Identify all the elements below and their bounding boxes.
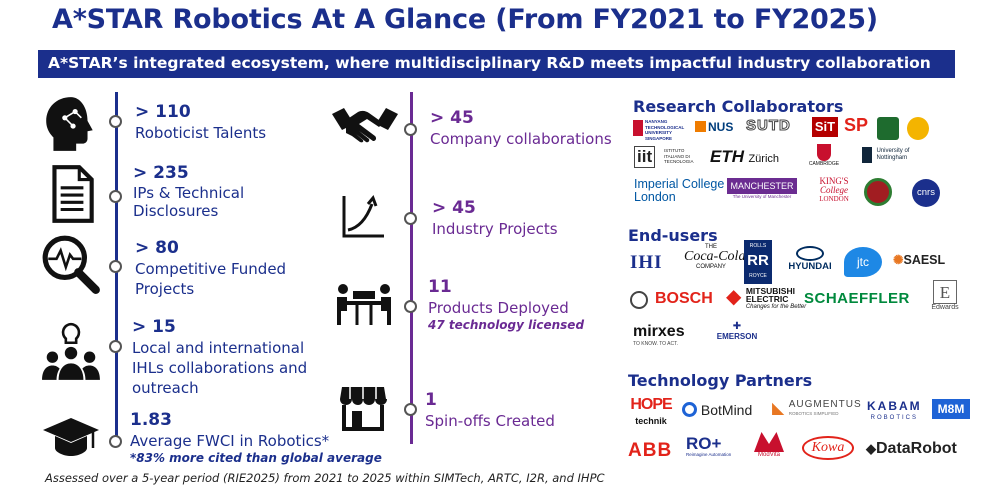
right-timeline [410,92,413,444]
timeline-dot [109,115,122,128]
stat-value-talents: > 110 [135,102,191,122]
stat-value-fwci: 1.83 [130,410,172,430]
coca-cola-logo: THE Coca-Cola COMPANY [684,244,746,270]
stat-label-ips: IPs & Technical Disclosures [133,184,245,220]
cambridge-logo: CAMBRIDGE [806,144,842,167]
ntu-logo: NANYANG TECHNOLOGICAL UNIVERSITY SINGAPO… [633,118,691,142]
ro-plus-logo: RO+ Reimagine Automation [686,434,732,457]
schaeffler-logo: SCHAEFFLER [804,290,910,307]
stat-label-fwci: Average FWCI in Robotics* [130,432,330,450]
timeline-dot [404,212,417,225]
augmentus-logo: ◣ AUGMENTUS ROBOTICS SIMPLIFIED [772,399,862,418]
abb-logo: ABB [628,440,673,461]
end-users-heading: End-users [628,226,718,245]
stat-label-projects: Competitive Funded Projects [135,260,287,298]
datarobot-logo: ◆DataRobot [866,440,957,457]
m8m-logo: M8M [932,399,970,419]
stat-value-spinoffs: 1 [425,390,437,410]
jtc-logo: jtc [844,247,882,277]
sutd-logo: SUTD [746,117,791,135]
growth-chart-icon [340,192,388,240]
handshake-icon [330,100,400,158]
cnrs-logo: cnrs [912,179,940,207]
emblem-logo-gold [907,117,929,140]
stat-value-ihls: > 15 [132,317,176,337]
stat-value-companies: > 45 [430,108,474,128]
university-seal-logo [864,178,892,206]
hope-technik-logo: HOPE technik [630,396,672,427]
kings-college-logo: KING'S College LONDON [819,176,849,204]
nus-logo: NUS [695,120,733,134]
stat-value-products: 11 [428,277,452,297]
stat-value-projects: > 80 [135,238,179,258]
footnote: Assessed over a 5-year period (RIE2025) … [45,471,605,485]
graduation-cap-icon [40,412,102,462]
rolls-royce-logo: ROLLS RR ROYCE [744,240,772,284]
subtitle-text: A*STAR’s integrated ecosystem, where mul… [48,54,931,72]
saesl-logo: ✺SAESL [893,253,946,267]
shield-logo-green [877,117,899,140]
kowa-logo: Kowa [802,436,854,460]
timeline-dot [404,123,417,136]
imperial-logo: Imperial College London [634,177,725,204]
emerson-logo: ✚ EMERSON [716,321,758,342]
stat-value-industry: > 45 [432,198,476,218]
research-collaborators-heading: Research Collaborators [633,97,844,116]
document-icon [40,163,102,225]
stat-note-fwci: *83% more cited than global average [130,451,382,465]
sit-logo: SiT [812,117,838,137]
page-title: A*STAR Robotics At A Glance (From FY2021… [52,4,878,35]
magnifier-pulse-icon [40,233,102,295]
subtitle-banner: A*STAR’s integrated ecosystem, where mul… [38,50,955,78]
manchester-logo: MANCHESTER The University of Manchester [727,178,797,204]
stat-label-products: Products Deployed [428,299,569,317]
modvita-logo: ModVita [750,432,788,458]
storefront-icon [338,383,388,431]
timeline-dot [404,300,417,313]
timeline-dot [109,435,122,448]
timeline-dot [109,340,122,353]
timeline-dot [404,403,417,416]
mitsubishi-logo: ◆ MITSUBISHI ELECTRIC Changes for the Be… [726,286,807,310]
stat-label-industry: Industry Projects [432,220,558,238]
technology-partners-heading: Technology Partners [628,371,813,390]
botmind-logo: BotMind [682,402,752,418]
sp-logo: SP [844,115,869,135]
people-idea-icon [40,320,102,382]
kabam-logo: KABAM ROBOTICS [867,399,922,421]
stat-value-ips: > 235 [133,163,189,183]
nottingham-logo: University of Nottingham [862,146,912,164]
eth-logo: ETH Zürich [710,147,780,166]
ihi-logo: IHI [630,252,663,273]
meeting-icon [333,283,395,327]
head-circuit-icon [40,93,102,155]
bosch-logo: BOSCH [655,290,713,307]
stat-label-spinoffs: Spin-offs Created [425,412,555,430]
stat-note-products: 47 technology licensed [428,318,585,332]
hyundai-logo: HYUNDAI [784,246,836,272]
stat-label-talents: Roboticist Talents [135,124,267,142]
bosch-emblem [630,291,648,309]
timeline-dot [109,260,122,273]
stat-label-ihls: Local and international IHLs collaborati… [132,339,308,397]
stat-label-companies: Company collaborations [430,130,612,148]
mirxes-logo: mirxes TO KNOW. TO ACT. [633,323,685,347]
edwards-logo: E Edwards [928,280,962,311]
timeline-dot [109,190,122,203]
iit-logo: iit ISTITUTO ITALIANO DI TECNOLOGIA [634,146,704,168]
